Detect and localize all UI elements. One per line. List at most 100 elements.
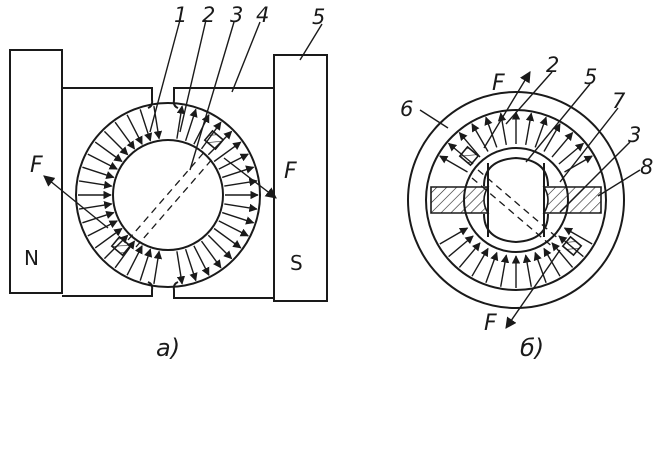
coil-top-b — [458, 145, 480, 167]
flux-arrow — [193, 245, 210, 276]
flux-arrow — [471, 247, 489, 277]
flux-arrow — [563, 227, 593, 245]
flux-arrow — [221, 211, 255, 225]
flux-arrow — [82, 210, 115, 224]
flux-arrow — [176, 105, 186, 139]
force-arrow-right-a — [223, 157, 277, 199]
flux-arrow — [200, 240, 222, 269]
flux-arrow — [224, 177, 258, 187]
flux-arrow — [439, 155, 468, 173]
callout-3: 3 — [230, 3, 243, 27]
leader-1 — [149, 19, 181, 133]
shoe-bottom — [483, 213, 549, 244]
flux-arrows-a — [78, 105, 259, 285]
leader-b-3 — [559, 141, 631, 213]
callout-4: 4 — [256, 3, 269, 27]
flux-arrow — [153, 250, 163, 285]
flux-arrow — [458, 131, 481, 158]
flux-arrow — [114, 121, 136, 150]
flux-arrow — [94, 227, 123, 249]
ring-outer-b — [407, 91, 625, 309]
force-arrow-top-b — [483, 71, 531, 149]
flux-arrow — [78, 180, 113, 190]
flux-arrow — [471, 123, 489, 152]
flux-arrow — [551, 131, 574, 158]
flux-arrow — [221, 165, 255, 179]
flux-arrow — [218, 153, 249, 170]
coil-top-a — [203, 129, 225, 151]
flux-arrow — [500, 254, 510, 287]
flux-arrow — [139, 109, 153, 142]
flux-arrow — [484, 116, 498, 148]
leader-4 — [231, 21, 261, 93]
flux-arrow — [439, 227, 469, 245]
pole-label-n: N — [24, 246, 39, 270]
force-arrow-bottom-b — [505, 249, 561, 329]
ring-outer-a — [75, 102, 261, 288]
flux-arrow — [184, 248, 198, 282]
ring-mid-b — [425, 109, 607, 291]
flux-arrow — [139, 248, 153, 281]
flux-arrow — [543, 123, 561, 152]
flux-arrow — [153, 105, 163, 140]
leader-b-2 — [505, 71, 553, 125]
leader-b-8 — [597, 169, 641, 197]
caption-a: a) — [156, 334, 180, 362]
leader-3 — [189, 21, 235, 171]
flux-arrow — [94, 141, 123, 163]
flux-arrow — [534, 116, 548, 148]
callout-1: 1 — [174, 3, 187, 27]
flux-arrow — [218, 220, 249, 237]
force-label-top-b: F — [492, 71, 505, 96]
callout-b-7: 7 — [612, 89, 626, 113]
callout-b-8: 8 — [640, 155, 653, 179]
callout-5: 5 — [312, 5, 325, 29]
hatched-bar-left — [430, 186, 490, 214]
flux-arrow — [525, 112, 535, 146]
leader-b-7 — [559, 107, 619, 183]
flux-arrow — [103, 130, 129, 156]
leader-5 — [299, 23, 323, 61]
flux-arrow — [207, 234, 233, 260]
yoke-upper — [62, 87, 274, 109]
flux-arrow — [82, 166, 115, 180]
inner-cylinder — [487, 163, 545, 237]
leader-2 — [179, 19, 207, 133]
core-dash-2 — [135, 156, 215, 248]
core-dash-b-2 — [471, 177, 555, 249]
callout-b-2: 2 — [546, 53, 559, 77]
callout-b-6: 6 — [400, 97, 413, 121]
yoke-lower — [62, 281, 274, 299]
shoe-top — [483, 156, 549, 187]
flux-arrow — [176, 251, 186, 285]
leader-b-6 — [419, 109, 449, 129]
flux-arrow — [485, 251, 499, 283]
callout-b-3: 3 — [628, 123, 641, 147]
flux-arrow — [126, 245, 143, 276]
pole-s-block — [273, 54, 328, 302]
flux-arrow — [448, 235, 474, 258]
flux-arrow — [126, 114, 143, 145]
diagram-a: 1 2 3 4 5 F F N S a) — [9, 3, 328, 362]
flux-arrow — [458, 242, 481, 268]
flux-arrow — [213, 227, 242, 249]
core-a — [112, 139, 224, 251]
flux-arrow — [551, 242, 574, 268]
force-label-left-a: F — [30, 153, 43, 178]
core-b — [463, 147, 569, 253]
callout-b-5: 5 — [584, 65, 597, 89]
pole-n-block — [9, 49, 63, 294]
coil-bottom-a — [110, 235, 132, 257]
pole-label-s: S — [290, 251, 303, 275]
flux-arrow — [87, 153, 118, 170]
force-label-bottom-b: F — [484, 311, 497, 336]
flux-arrow — [224, 203, 258, 213]
callout-2: 2 — [202, 3, 215, 27]
flux-arrow — [87, 220, 118, 237]
leader-b-5 — [525, 83, 591, 163]
flux-arrow — [114, 240, 136, 269]
flux-arrow — [558, 142, 585, 165]
force-arrow-left-a — [43, 175, 109, 229]
force-label-right-a: F — [284, 159, 297, 184]
diagram-b: F F 2 5 7 3 8 6 б) — [400, 53, 653, 362]
